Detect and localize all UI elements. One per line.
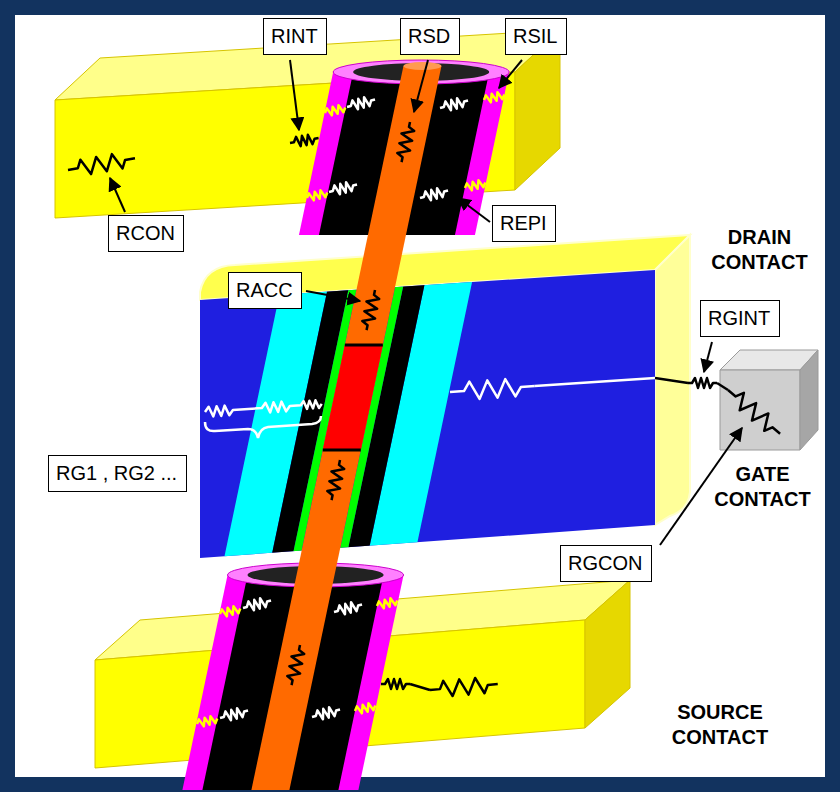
- label-box: RSIL: [505, 18, 567, 55]
- terminal-label: DRAIN CONTACT: [697, 225, 822, 275]
- label-box: RSD: [400, 18, 460, 55]
- resistor-symbol: [396, 121, 416, 164]
- label-box: RACC: [228, 272, 302, 309]
- resistor-symbol: [419, 186, 450, 203]
- resistor-symbol: [723, 384, 785, 440]
- wire: [717, 383, 728, 390]
- resistor-symbol: [381, 679, 410, 689]
- bracket: [205, 416, 321, 438]
- label-box: RGINT: [700, 300, 780, 337]
- resistor-name: RSD: [408, 24, 450, 48]
- resistor-symbol: [324, 104, 346, 117]
- resistor-name: RGCON: [568, 551, 642, 575]
- resistor-symbol: [688, 378, 717, 388]
- terminal-label: SOURCE CONTACT: [645, 700, 795, 750]
- label-box: RGCON: [560, 545, 652, 582]
- source-block-side: [585, 580, 630, 728]
- leader-arrow: [414, 60, 428, 112]
- label-box: REPI: [492, 205, 556, 242]
- resistor-symbol: [67, 150, 137, 178]
- channel-edge: [345, 344, 383, 347]
- resistor-symbol: [483, 91, 505, 104]
- wire: [410, 684, 430, 690]
- resistor-symbol: [376, 597, 398, 610]
- leader-arrow: [306, 291, 360, 301]
- resistor-name: RCON: [116, 221, 175, 245]
- resistor-symbol: [346, 95, 377, 112]
- resistor-name: RGINT: [708, 306, 770, 330]
- channel: [323, 345, 383, 450]
- resistor-symbol: [219, 706, 250, 723]
- resistor-symbol: [361, 289, 381, 332]
- leader-arrow: [290, 60, 299, 130]
- wire: [535, 378, 655, 386]
- resistor-name: RSIL: [513, 24, 557, 48]
- resistor-symbol: [429, 676, 498, 698]
- resistor-symbol: [439, 96, 470, 113]
- resistor-symbol: [328, 180, 359, 197]
- resistor-symbol: [196, 715, 218, 728]
- gate-contact-front: [720, 370, 800, 450]
- label-box: RG1 , RG2 ...: [48, 455, 187, 492]
- gate-side: [655, 235, 690, 525]
- nanowire-end: [403, 62, 441, 70]
- leader-arrow: [499, 60, 522, 88]
- leader-arrow: [458, 198, 490, 222]
- label-box: RINT: [263, 18, 327, 55]
- terminal-label: GATE CONTACT: [700, 462, 825, 512]
- resistor-name: REPI: [500, 211, 547, 235]
- gate-contact-side: [800, 350, 818, 450]
- resistor-name: RG1 , RG2 ...: [56, 461, 177, 485]
- resistor-symbol: [289, 133, 319, 148]
- nanowire: [251, 66, 441, 790]
- resistor-symbol: [306, 189, 328, 202]
- resistor-symbol: [311, 705, 342, 722]
- leader-arrow: [660, 428, 742, 545]
- resistor-symbol: [205, 399, 322, 417]
- label-box: RCON: [108, 215, 184, 252]
- resistor-name: RACC: [236, 278, 293, 302]
- wire: [655, 378, 688, 383]
- resistor-symbol: [286, 644, 306, 687]
- channel-edge: [323, 449, 361, 452]
- resistor-symbol: [333, 600, 364, 617]
- resistor-symbol: [464, 179, 486, 192]
- leader-arrow: [110, 178, 125, 212]
- gate-layers: [215, 250, 479, 600]
- resistor-symbol: [354, 702, 376, 715]
- resistor-name: RINT: [271, 24, 318, 48]
- resistor-symbol: [219, 605, 241, 618]
- resistor-symbol: [326, 459, 346, 502]
- resistor-symbol: [242, 596, 273, 613]
- leader-arrow: [704, 342, 712, 372]
- resistor-symbol: [449, 377, 535, 401]
